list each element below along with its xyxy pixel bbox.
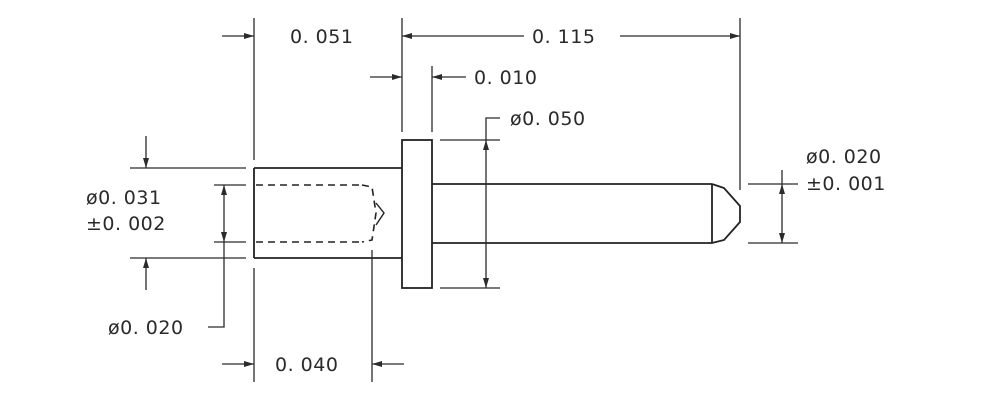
pin-part: [253, 139, 741, 289]
dim-barrel-diameter: ø0. 031 ±0. 002: [86, 136, 166, 290]
dim-flange-diameter-label: ø0. 050: [510, 108, 586, 130]
dim-tip-diameter: ø0. 020 ±0. 001: [779, 146, 886, 243]
dim-bore-depth: 0. 040: [222, 354, 404, 376]
dim-barrel-diameter-label: ø0. 031: [86, 187, 162, 209]
dim-flange-thickness: 0. 010: [370, 67, 537, 89]
dim-head-length: 0. 051: [222, 26, 353, 48]
dim-total-length-label: 0. 115: [532, 26, 595, 48]
dim-bore-diameter: ø0. 020: [108, 185, 227, 339]
dim-head-length-label: 0. 051: [290, 26, 353, 48]
chamfered-tip: [711, 183, 741, 244]
dim-tip-tolerance-label: ±0. 001: [806, 173, 886, 195]
dim-barrel-tolerance-label: ±0. 002: [86, 213, 166, 235]
extension-lines: [130, 18, 798, 382]
dim-bore-diameter-label: ø0. 020: [108, 317, 184, 339]
dim-total-length: 0. 115: [402, 26, 740, 48]
dim-flange-diameter: ø0. 050: [483, 108, 586, 288]
flange: [401, 139, 433, 289]
dim-tip-diameter-label: ø0. 020: [806, 146, 882, 168]
dim-bore-depth-label: 0. 040: [275, 354, 338, 376]
dim-flange-thickness-label: 0. 010: [474, 67, 537, 89]
hidden-bore: [256, 184, 385, 243]
